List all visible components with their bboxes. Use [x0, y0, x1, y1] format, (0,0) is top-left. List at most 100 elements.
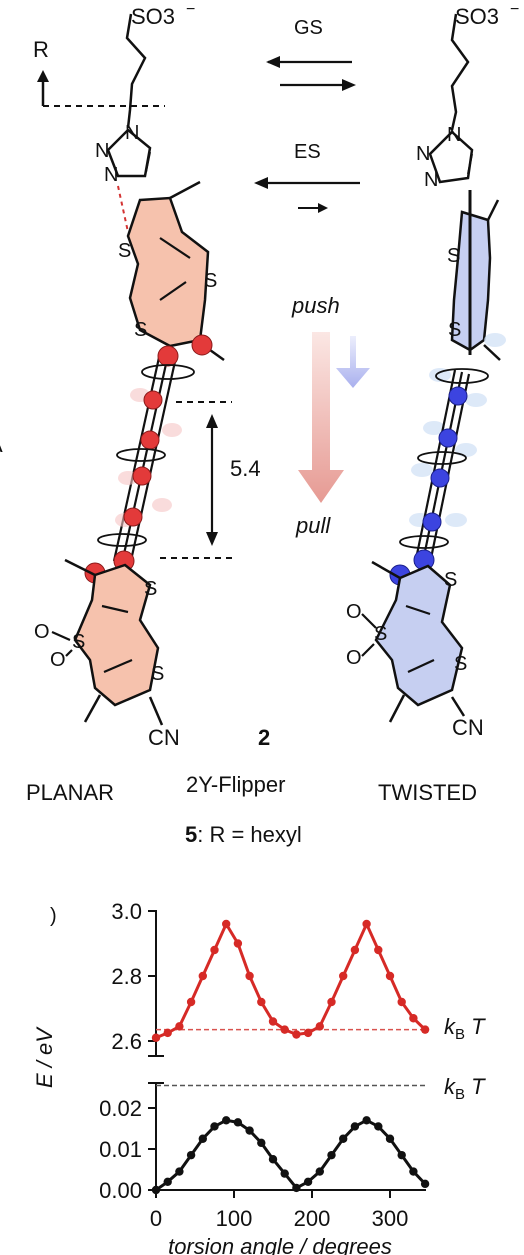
right-thiophene-s2: S [448, 319, 461, 341]
upper-energy-point [151, 1033, 161, 1042]
left-triazole-n1: N [125, 122, 139, 144]
upper-energy-point [327, 997, 336, 1007]
right-so-bond-2 [361, 643, 375, 657]
upper-energy-point [315, 1022, 324, 1031]
compound-name: 2Y-Flipper [186, 772, 285, 797]
upper-energy-point [175, 1022, 184, 1031]
gs-label: GS [294, 17, 323, 39]
left-thiophene-s1: S [118, 240, 131, 262]
left-sulfone-o1: O [34, 621, 50, 643]
twisted-label: TWISTED [378, 780, 477, 805]
left-sulfonate-label: SO3 [131, 4, 175, 29]
left-lower-methyl [64, 558, 96, 577]
footnote: 5: R = hexyl [185, 822, 302, 847]
right-sulfone-o2: O [346, 647, 362, 669]
right-blue-atoms [389, 386, 468, 586]
lower-energy-point [233, 1118, 243, 1127]
lower-energy-point [280, 1169, 289, 1178]
upper-energy-point [210, 945, 219, 955]
left-propyl-chain [125, 13, 147, 129]
upper-energy-point [257, 997, 266, 1007]
left-sulfone-s: S [72, 631, 85, 653]
right-sulfonate-label: SO3 [455, 4, 499, 29]
upper-energy-point [362, 919, 371, 929]
lower-kbt-label: kB T [444, 1074, 486, 1103]
distance-arrow-bottom [206, 532, 218, 546]
upper-energy-point [292, 1030, 301, 1039]
right-triazole-n1: N [447, 124, 461, 146]
gs-forward-arrow-head [342, 79, 356, 91]
upper-energy-point [420, 1025, 430, 1034]
r-arrow-head [37, 70, 49, 82]
right-cyano: CN [452, 715, 484, 740]
x-tick-label-200: 200 [294, 1206, 331, 1231]
right-lower-methyl-2 [388, 694, 406, 723]
upper-energy-point [397, 997, 406, 1007]
footnote-number: 5 [185, 822, 197, 847]
lower-energy-point [303, 1177, 313, 1187]
planar-label: PLANAR [26, 780, 114, 805]
lower-tick-label-0-02: 0.02 [99, 1096, 142, 1121]
energy-chart: ) E / eV 3.0 2.8 2.6 0.02 0.01 0.00 0 10… [32, 899, 486, 1255]
left-upper-dtt [126, 196, 210, 348]
lower-energy-point [151, 1185, 161, 1195]
lower-energy-point [186, 1150, 196, 1160]
left-triazole-n2: N [95, 140, 109, 162]
right-dtt-methyl [486, 199, 500, 221]
right-lower-bond-1 [405, 604, 431, 616]
left-so-bond-1 [51, 630, 71, 642]
upper-energy-point [268, 1017, 278, 1026]
lower-energy-point [385, 1134, 395, 1143]
lower-energy-point [198, 1134, 207, 1143]
upper-energy-point [374, 945, 383, 955]
left-red-atoms [84, 334, 213, 584]
right-triazole-n2: N [416, 143, 430, 165]
push-arrow [336, 336, 370, 388]
left-sulfone-o2: O [50, 649, 66, 671]
upper-energy-point [350, 945, 360, 955]
upper-energy-point [186, 997, 196, 1007]
upper-energy-point [339, 971, 348, 981]
right-dtt-methyl-2 [483, 344, 501, 361]
left-so-bond-2 [65, 649, 73, 657]
left-sulfonate-charge: − [186, 1, 195, 18]
left-thiophene-s2: S [204, 270, 217, 292]
upper-tick-label-2-8: 2.8 [111, 964, 142, 989]
left-lower-methyl-2 [83, 694, 102, 723]
lower-energy-point [420, 1179, 430, 1189]
right-lower-methyl [371, 560, 401, 580]
panel-marker-left: A [0, 432, 3, 457]
left-triazole-n3: N [104, 164, 118, 186]
upper-energy-point [222, 919, 231, 929]
right-propyl-chain [450, 13, 470, 131]
right-sulfonate-charge: − [510, 1, 519, 18]
lower-energy-point [245, 1126, 254, 1135]
upper-energy-point [163, 1028, 172, 1038]
series-layer [151, 919, 430, 1195]
lower-energy-point [268, 1155, 278, 1164]
pull-arrow [298, 332, 344, 503]
right-sulfone-s: S [374, 623, 387, 645]
chart-xlabel: torsion angle / degrees [168, 1234, 392, 1255]
left-triazole-double [145, 151, 151, 173]
left-lower-bond-2 [103, 658, 133, 674]
distance-value: 5.4 [230, 456, 261, 481]
left-cyano-bond [148, 696, 164, 726]
right-rotation-arrows [399, 368, 489, 549]
lower-energy-point [339, 1134, 348, 1143]
upper-energy-point [280, 1025, 289, 1034]
lower-energy-point [222, 1116, 231, 1125]
left-dtt-bond-1 [159, 237, 191, 259]
right-so-bond-1 [361, 613, 377, 629]
upper-energy-point [198, 971, 207, 981]
lower-energy-line [155, 1118, 427, 1192]
left-terminal-s: S [144, 578, 157, 600]
x-tick-label-0: 0 [150, 1206, 162, 1231]
left-h-bond [117, 185, 129, 233]
right-triazole-double [467, 153, 473, 175]
right-triazole-ring [428, 130, 474, 184]
upper-energy-line [155, 920, 427, 1040]
left-dtt-methyl [169, 180, 201, 200]
lower-energy-point [163, 1177, 172, 1187]
